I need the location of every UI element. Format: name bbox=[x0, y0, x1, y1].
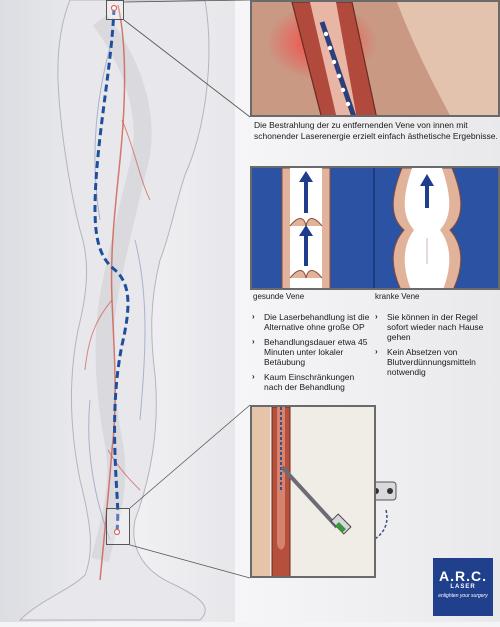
zoom-marker-top bbox=[106, 0, 124, 20]
vein-network bbox=[88, 39, 146, 541]
logo-brand: A.R.C. bbox=[439, 568, 487, 584]
skin-layer bbox=[252, 407, 270, 576]
catheter-insertion-panel bbox=[250, 405, 376, 578]
benefit-item: ›Die Laserbehandlung ist die Alternative… bbox=[252, 312, 370, 332]
logo-sub: LASER bbox=[450, 584, 476, 590]
benefits-list-right: ›Sie können in der Regel sofort wieder n… bbox=[375, 312, 497, 382]
laser-fiber bbox=[319, 21, 356, 115]
laser-irradiation-panel bbox=[250, 0, 500, 117]
fiber-connector bbox=[376, 481, 397, 501]
chevron-right-icon: › bbox=[375, 347, 378, 356]
benefits-list-left: ›Die Laserbehandlung ist die Alternative… bbox=[252, 312, 370, 397]
zoom-marker-bottom bbox=[106, 508, 130, 545]
laser-vein-closeup bbox=[252, 2, 498, 115]
catheter-closeup bbox=[252, 407, 374, 576]
vein-entry-marker-bottom bbox=[113, 528, 121, 536]
chevron-right-icon: › bbox=[375, 312, 378, 321]
catheter-sheath bbox=[280, 465, 339, 529]
diseased-vein-illustration bbox=[392, 168, 462, 288]
vein-comparison-panel bbox=[250, 166, 500, 290]
fiber-coil bbox=[376, 509, 388, 539]
chevron-right-icon: › bbox=[252, 337, 255, 346]
irradiation-caption: Die Bestrahlung der zu entfernenden Vene… bbox=[254, 120, 498, 141]
fiber-light-dots bbox=[323, 31, 351, 107]
benefit-item: ›Kein Absetzen von Blutverdünnungsmittel… bbox=[375, 347, 476, 377]
chevron-right-icon: › bbox=[252, 372, 255, 381]
benefit-item: ›Behandlungsdauer etwa 45 Minuten unter … bbox=[252, 337, 368, 367]
fiber-coil-illustration bbox=[376, 481, 397, 539]
arc-laser-logo: A.R.C. LASER enlighten your surgery bbox=[433, 558, 493, 616]
benefit-item: ›Kaum Einschränkungen nach der Behandlun… bbox=[252, 372, 355, 392]
vein-comparison-diagram bbox=[252, 168, 498, 288]
chevron-right-icon: › bbox=[252, 312, 255, 321]
logo-tagline: enlighten your surgery bbox=[438, 593, 488, 599]
healthy-vein-illustration bbox=[281, 168, 331, 288]
great-saphenous-vein bbox=[93, 7, 130, 533]
diseased-vein-label: kranke Vene bbox=[375, 292, 420, 301]
catheter-hub-green bbox=[335, 522, 346, 533]
benefit-item: ›Sie können in der Regel sofort wieder n… bbox=[375, 312, 484, 342]
vein-entry-marker-top bbox=[110, 4, 118, 12]
healthy-vein-label: gesunde Vene bbox=[253, 292, 305, 301]
skin-surface bbox=[397, 2, 498, 115]
